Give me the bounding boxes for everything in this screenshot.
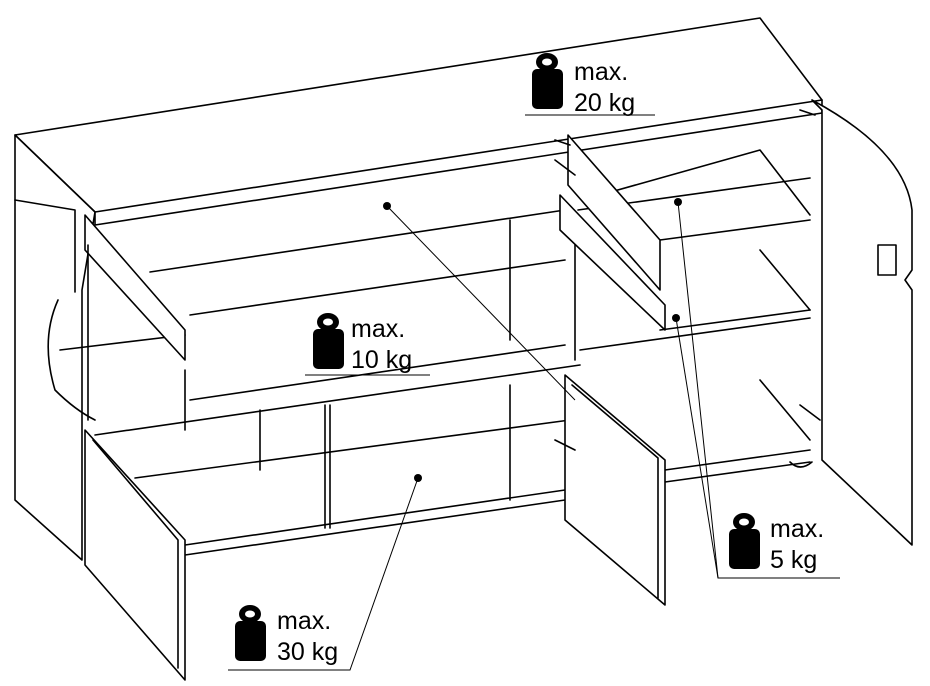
upper-door-panel: [567, 134, 661, 291]
load-label-small-shelves: max. 5 kg: [770, 514, 824, 576]
label-value: 10 kg: [351, 346, 413, 374]
top-panel: [14, 17, 823, 213]
load-label-middle-shelf: max. 10 kg: [351, 314, 412, 376]
label-value: 5 kg: [770, 546, 818, 574]
weight-icon: [313, 313, 344, 369]
weight-icon: [532, 53, 563, 109]
label-value: 30 kg: [277, 638, 339, 666]
label-line: max.: [277, 607, 332, 635]
right-door: [811, 99, 913, 546]
sideboard-doors: [84, 99, 913, 681]
load-label-bottom-shelf: max. 30 kg: [277, 606, 338, 668]
weight-icon: [729, 513, 760, 569]
door-handle: [877, 244, 897, 276]
label-line: max.: [351, 315, 406, 343]
center-door: [564, 374, 666, 606]
label-line: max.: [770, 515, 825, 543]
label-value: 20 kg: [574, 89, 636, 117]
left-drawer-front: [84, 214, 186, 361]
weight-icon: [235, 605, 266, 661]
right-drawer-front: [559, 194, 666, 331]
leader-lines: [228, 114, 840, 671]
sideboard-carcass: [14, 17, 823, 561]
left-door: [84, 429, 186, 681]
load-label-top: max. 20 kg: [574, 57, 635, 119]
label-line: max.: [574, 58, 629, 86]
